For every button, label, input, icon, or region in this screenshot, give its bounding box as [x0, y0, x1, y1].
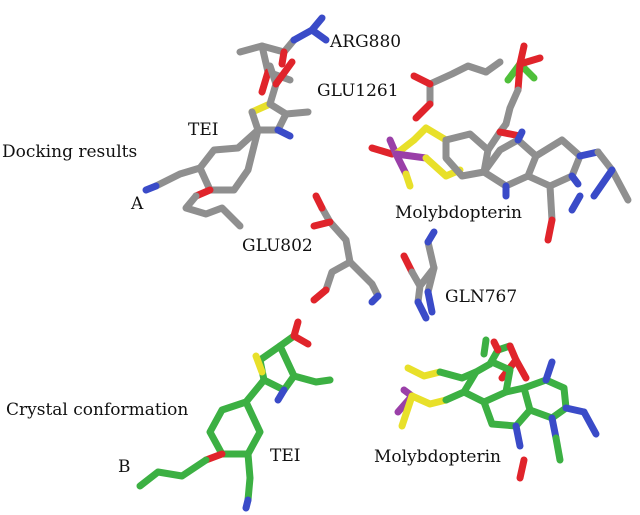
- arg880-residue: [236, 14, 330, 96]
- label-gln767: GLN767: [445, 287, 517, 307]
- label-molybdopterin-docked: Molybdopterin: [395, 203, 522, 223]
- glu1261-residue: [410, 58, 504, 122]
- phosphate-docking: [502, 42, 544, 128]
- panel-letter-b: B: [118, 457, 131, 477]
- crystal-panel: Crystal conformation TEI Molybdopterin B: [6, 318, 600, 512]
- tei-crystal: [136, 318, 334, 512]
- molybdopterin-docked: [368, 120, 632, 244]
- label-arg880: ARG880: [329, 32, 401, 52]
- tei-docked: [142, 58, 312, 230]
- label-molybdopterin-crystal: Molybdopterin: [374, 447, 501, 467]
- crystal-title: Crystal conformation: [6, 400, 188, 420]
- label-tei-docked: TEI: [188, 120, 218, 140]
- label-glu802: GLU802: [242, 236, 313, 256]
- label-glu1261: GLU1261: [317, 81, 399, 101]
- glu802-residue: [310, 192, 382, 306]
- docking-title: Docking results: [2, 142, 137, 162]
- label-tei-crystal: TEI: [270, 446, 300, 466]
- gln767-residue: [400, 228, 438, 322]
- molybdopterin-crystal: [394, 336, 600, 482]
- panel-letter-a: A: [130, 194, 144, 214]
- docking-panel: ARG880 GLU1261 TEI Docking results A Mol…: [2, 14, 632, 322]
